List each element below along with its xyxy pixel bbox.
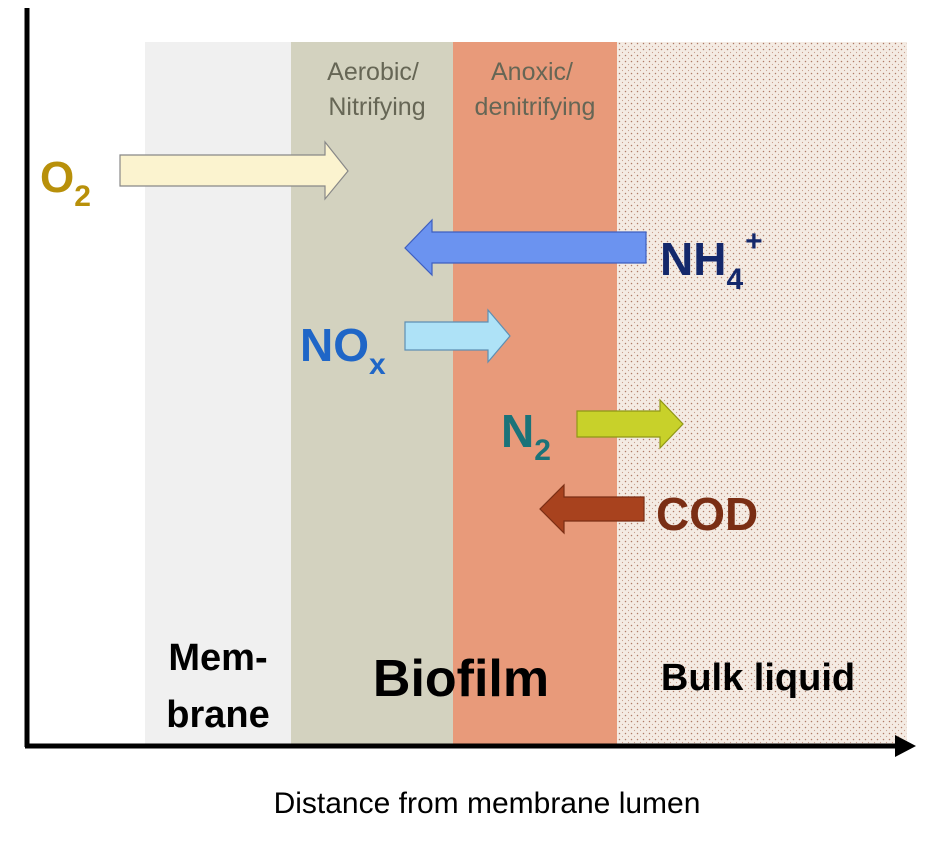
n2-label: N2 (501, 405, 551, 467)
nh4-label: NH4+ (660, 225, 763, 296)
bulk-liquid-label: Bulk liquid (661, 657, 855, 699)
aerobic-label-line2: Nitrifying (328, 93, 425, 121)
anoxic-label-line1: Anoxic/ (491, 58, 573, 86)
aerobic-zone (291, 42, 453, 745)
nox-label: NOx (300, 319, 386, 381)
anoxic-zone (453, 42, 617, 745)
x-axis-label: Distance from membrane lumen (274, 787, 701, 820)
bulk-liquid-zone (617, 42, 907, 745)
o2-arrow (119, 140, 349, 201)
nh4-arrow (404, 218, 647, 277)
membrane-label-line2: brane (166, 694, 269, 736)
x-axis-arrowhead (895, 735, 916, 757)
cod-label: COD (656, 488, 758, 540)
o2-label: O2 (40, 153, 91, 213)
cod-arrow (539, 483, 645, 535)
anoxic-label-line2: denitrifying (475, 93, 596, 121)
biofilm-label: Biofilm (373, 650, 549, 708)
n2-arrow (576, 398, 684, 450)
membrane-label-line1: Mem- (168, 637, 267, 679)
nox-arrow (404, 308, 511, 364)
aerobic-label-line1: Aerobic/ (327, 58, 419, 86)
